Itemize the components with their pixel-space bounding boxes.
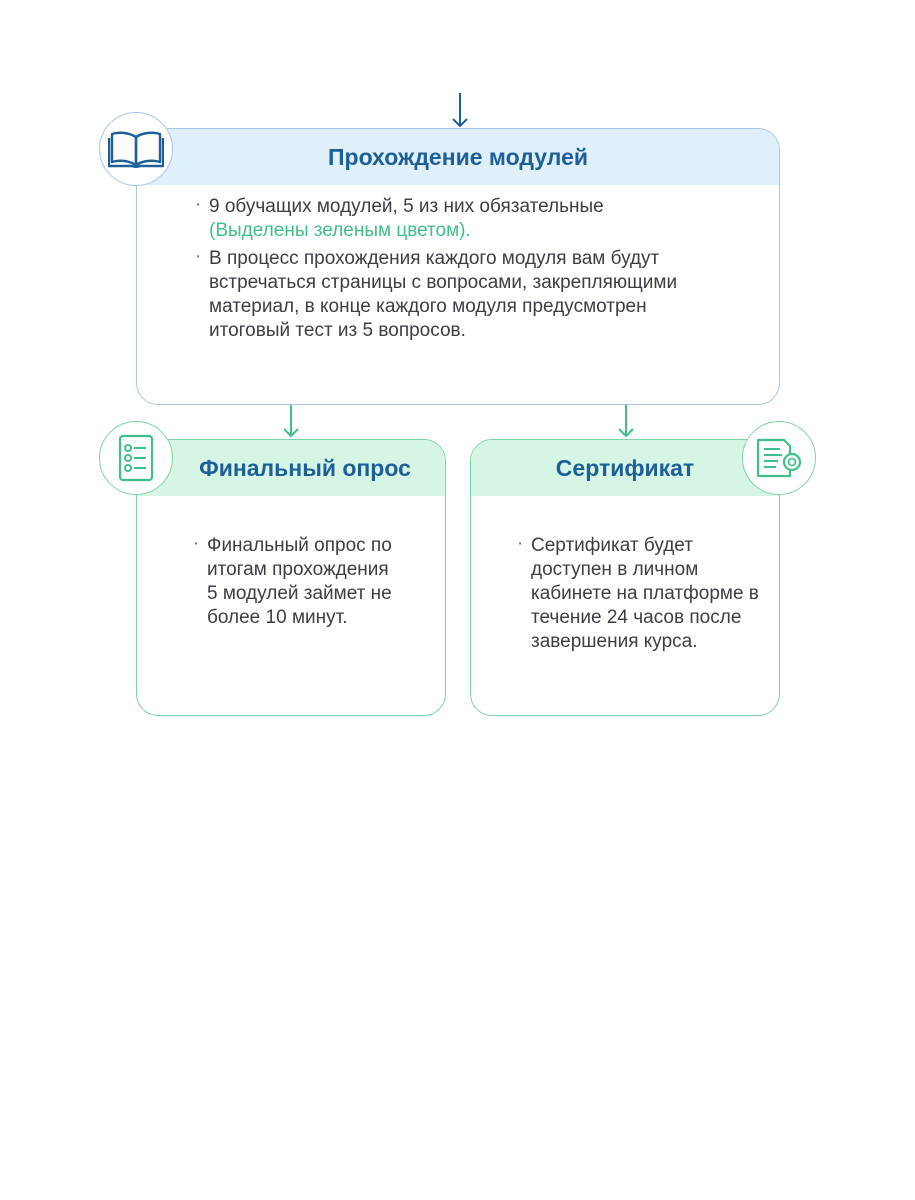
- certificate-body: Сертификат будет доступен в личном кабин…: [471, 496, 779, 654]
- open-book-icon: [108, 131, 164, 168]
- modules-title: Прохождение модулей: [137, 129, 779, 185]
- certificate-icon: [756, 438, 802, 478]
- modules-body: 9 обучащих модулей, 5 из них обязательны…: [137, 185, 779, 343]
- certificate-bullet-text: Сертификат будет доступен в личном кабин…: [531, 535, 759, 652]
- survey-title: Финальный опрос: [137, 440, 445, 496]
- survey-icon-circle: [99, 421, 173, 495]
- certificate-icon-circle: [742, 421, 816, 495]
- top-arrow: [452, 93, 468, 128]
- arrow-to-certificate: [618, 405, 634, 438]
- survey-bullet-text: Финальный опрос по итогам прохождения 5 …: [207, 535, 392, 628]
- modules-card: Прохождение модулей 9 обучащих модулей, …: [136, 128, 780, 405]
- certificate-card: Сертификат Сертификат будет доступен в л…: [470, 439, 780, 716]
- arrow-to-survey: [283, 405, 299, 438]
- survey-bullet: Финальный опрос по итогам прохождения 5 …: [193, 532, 395, 630]
- checklist-icon: [118, 434, 154, 482]
- certificate-title: Сертификат: [471, 440, 779, 496]
- survey-card: Финальный опрос Финальный опрос по итога…: [136, 439, 446, 716]
- modules-bullet-2-text: В процесс прохождения каждого модуля вам…: [209, 248, 678, 341]
- modules-bullet-2: В процесс прохождения каждого модуля вам…: [195, 245, 719, 343]
- modules-bullet-1: 9 обучащих модулей, 5 из них обязательны…: [195, 193, 719, 243]
- modules-icon-circle: [99, 112, 173, 186]
- modules-bullet-1-text: 9 обучащих модулей, 5 из них обязательны…: [209, 196, 604, 217]
- survey-body: Финальный опрос по итогам прохождения 5 …: [137, 496, 445, 630]
- modules-bullet-1-highlight: (Выделены зеленым цветом).: [209, 220, 471, 241]
- certificate-bullet: Сертификат будет доступен в личном кабин…: [517, 532, 765, 654]
